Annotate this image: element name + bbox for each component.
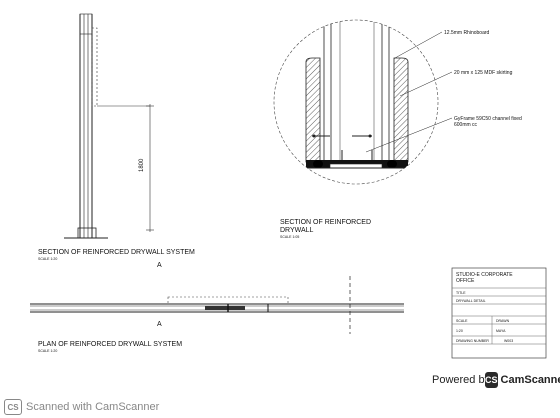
camscanner-badge: CS CamScanner	[485, 371, 560, 389]
title-block	[451, 267, 547, 359]
camscanner-logo-icon: CS	[485, 372, 498, 388]
section-dimension-label: 1800	[139, 158, 145, 172]
section-scale: SCALE 1:20	[38, 257, 57, 261]
title-block-drawn-label: DRAWN	[496, 319, 510, 323]
detail-scale: SCALE 1:05	[280, 235, 299, 239]
camscanner-name: CamScanner	[500, 374, 560, 386]
title-block-company-line2: OFFICE	[456, 278, 475, 284]
section-title: SECTION OF REINFORCED DRYWALL SYSTEM	[38, 249, 195, 256]
callout-gyframe-line1: GyFrame 59C50 channel fixed	[454, 116, 522, 122]
powered-by-text: Powered by	[432, 374, 491, 386]
title-block-drawing-number-label: DRAWING NUMBER	[456, 339, 489, 343]
title-block-company-line1: STUDIO-E CORPORATE	[456, 272, 513, 278]
detail-title-line2: DRYWALL	[280, 227, 314, 234]
plan-drawing	[30, 276, 404, 334]
wall-section-drawing	[64, 13, 154, 239]
title-block-title-label: TITLE	[456, 291, 466, 295]
scan-watermark-text: Scanned with CamScanner	[26, 401, 160, 413]
callout-mdf-skirting: 20 mm x 125 MDF skirting	[454, 70, 513, 76]
detail-title-line1: SECTION OF REINFORCED	[280, 219, 371, 226]
plan-title: PLAN OF REINFORCED DRYWALL SYSTEM	[38, 341, 182, 348]
callout-gyframe-line2: 600mm cc	[454, 122, 478, 128]
plan-marker: A	[157, 321, 162, 328]
title-block-scale-label: SCALE	[456, 319, 468, 323]
scan-logo-icon: CS	[4, 399, 22, 415]
title-block-drawing-number-value: W003	[504, 339, 513, 343]
callout-rhinoboard: 12.5mm Rhinoboard	[444, 30, 490, 36]
title-block-title-value: DRYWALL DETAIL	[456, 299, 486, 303]
plan-scale: SCALE 1:20	[38, 349, 57, 353]
title-block-scale-value: 1:20	[456, 329, 463, 333]
scan-watermark: CS Scanned with CamScanner	[4, 399, 159, 415]
title-block-drawn-value: MAYA	[496, 329, 506, 333]
detail-circle	[273, 19, 453, 185]
section-marker: A	[157, 262, 162, 269]
